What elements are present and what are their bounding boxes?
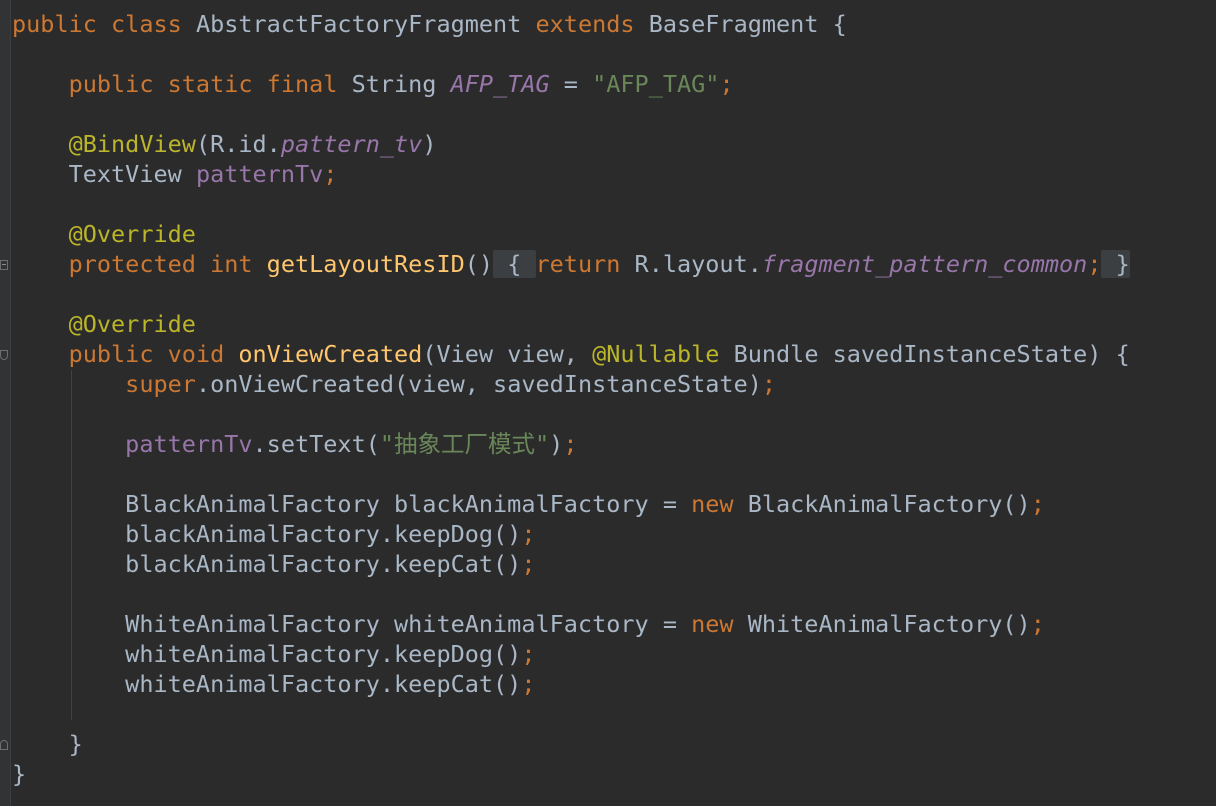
code-token: blackAnimalFactory.keepDog() xyxy=(12,520,522,548)
code-token: BlackAnimalFactory blackAnimalFactory = xyxy=(12,490,692,518)
code-token: { xyxy=(493,250,536,278)
code-token: ; xyxy=(521,670,536,698)
code-token: } xyxy=(1101,250,1130,278)
code-token: R.layout. xyxy=(634,250,762,278)
code-line: } xyxy=(12,729,1130,759)
code-token: new xyxy=(691,490,748,518)
code-token: () xyxy=(464,250,494,278)
code-line: blackAnimalFactory.keepDog(); xyxy=(12,519,1130,549)
code-line: ​ xyxy=(12,459,1130,489)
code-token: AbstractFactoryFragment xyxy=(195,10,536,38)
code-line: super.onViewCreated(view, savedInstanceS… xyxy=(12,369,1130,399)
code-line: ​ xyxy=(12,39,1130,69)
code-token: @Nullable xyxy=(592,340,734,368)
code-token: @BindView xyxy=(12,130,196,158)
code-token: patternTv xyxy=(12,430,253,458)
code-line: ​ xyxy=(12,189,1130,219)
code-token: .onViewCreated(view, savedInstanceState) xyxy=(195,370,762,398)
code-token: ; xyxy=(521,640,536,668)
code-line: whiteAnimalFactory.keepCat(); xyxy=(12,669,1130,699)
code-token: BaseFragment { xyxy=(648,10,847,38)
fold-collapse-icon[interactable] xyxy=(0,350,8,360)
code-token: protected int xyxy=(12,250,267,278)
code-token: public void xyxy=(12,340,239,368)
code-token: ) xyxy=(422,130,437,158)
code-token: = xyxy=(549,70,593,98)
code-token: "AFP_TAG" xyxy=(592,70,720,98)
code-token: Bundle savedInstanceState) { xyxy=(733,340,1130,368)
code-token: ; xyxy=(323,160,338,188)
code-token: (View view, xyxy=(422,340,593,368)
editor-gutter xyxy=(0,0,11,806)
code-line: patternTv.setText("抽象工厂模式"); xyxy=(12,429,1130,459)
code-line: protected int getLayoutResID() { return … xyxy=(12,249,1130,279)
code-token: String xyxy=(351,70,451,98)
code-token: pattern_tv xyxy=(280,130,423,158)
code-token: @Override xyxy=(12,310,196,338)
code-line: TextView patternTv; xyxy=(12,159,1130,189)
code-line: public static final String AFP_TAG = "AF… xyxy=(12,69,1130,99)
fold-end-icon[interactable] xyxy=(0,740,8,750)
code-token: "抽象工厂模式" xyxy=(379,430,550,458)
code-line: public void onViewCreated(View view, @Nu… xyxy=(12,339,1130,369)
code-token: blackAnimalFactory.keepCat() xyxy=(12,550,522,578)
code-token: onViewCreated xyxy=(238,340,423,368)
code-token: patternTv xyxy=(195,160,324,188)
code-token: ; xyxy=(1030,610,1045,638)
code-token: ; xyxy=(1030,490,1045,518)
code-token: getLayoutResID xyxy=(266,250,465,278)
code-line: @BindView(R.id.pattern_tv) xyxy=(12,129,1130,159)
code-token: WhiteAnimalFactory() xyxy=(747,610,1031,638)
code-token: WhiteAnimalFactory whiteAnimalFactory = xyxy=(12,610,692,638)
code-token: ; xyxy=(563,430,578,458)
code-line: ​ xyxy=(12,99,1130,129)
code-token: } xyxy=(12,730,83,758)
code-token: .setText( xyxy=(252,430,380,458)
code-line: blackAnimalFactory.keepCat(); xyxy=(12,549,1130,579)
code-token: @Override xyxy=(12,220,196,248)
code-line: WhiteAnimalFactory whiteAnimalFactory = … xyxy=(12,609,1130,639)
fold-collapse-icon[interactable] xyxy=(0,260,8,270)
code-token: whiteAnimalFactory.keepCat() xyxy=(12,670,522,698)
code-token: BlackAnimalFactory() xyxy=(747,490,1031,518)
code-token: super xyxy=(12,370,196,398)
code-token: public class xyxy=(12,10,196,38)
code-line: ​ xyxy=(12,279,1130,309)
code-token: } xyxy=(12,760,27,788)
code-token: AFP_TAG xyxy=(450,70,550,98)
code-text-area[interactable]: public class AbstractFactoryFragment ext… xyxy=(12,9,1130,789)
code-line: ​ xyxy=(12,579,1130,609)
code-token: fragment_pattern_common xyxy=(761,250,1088,278)
code-token: ; xyxy=(521,520,536,548)
code-token: ; xyxy=(1087,250,1102,278)
code-line: @Override xyxy=(12,219,1130,249)
code-line: } xyxy=(12,759,1130,789)
code-token: extends xyxy=(535,10,649,38)
code-token: ; xyxy=(521,550,536,578)
code-token: new xyxy=(691,610,748,638)
code-token: return xyxy=(535,250,635,278)
code-token: (R.id. xyxy=(195,130,281,158)
code-token: TextView xyxy=(12,160,196,188)
code-token: ; xyxy=(761,370,777,398)
code-token: public static final xyxy=(12,70,352,98)
indent-guide xyxy=(71,370,72,720)
code-token: whiteAnimalFactory.keepDog() xyxy=(12,640,522,668)
code-line: BlackAnimalFactory blackAnimalFactory = … xyxy=(12,489,1130,519)
code-token: ; xyxy=(719,70,734,98)
code-token: ) xyxy=(549,430,564,458)
code-line: ​ xyxy=(12,699,1130,729)
code-line: ​ xyxy=(12,399,1130,429)
code-line: public class AbstractFactoryFragment ext… xyxy=(12,9,1130,39)
code-line: @Override xyxy=(12,309,1130,339)
code-line: whiteAnimalFactory.keepDog(); xyxy=(12,639,1130,669)
